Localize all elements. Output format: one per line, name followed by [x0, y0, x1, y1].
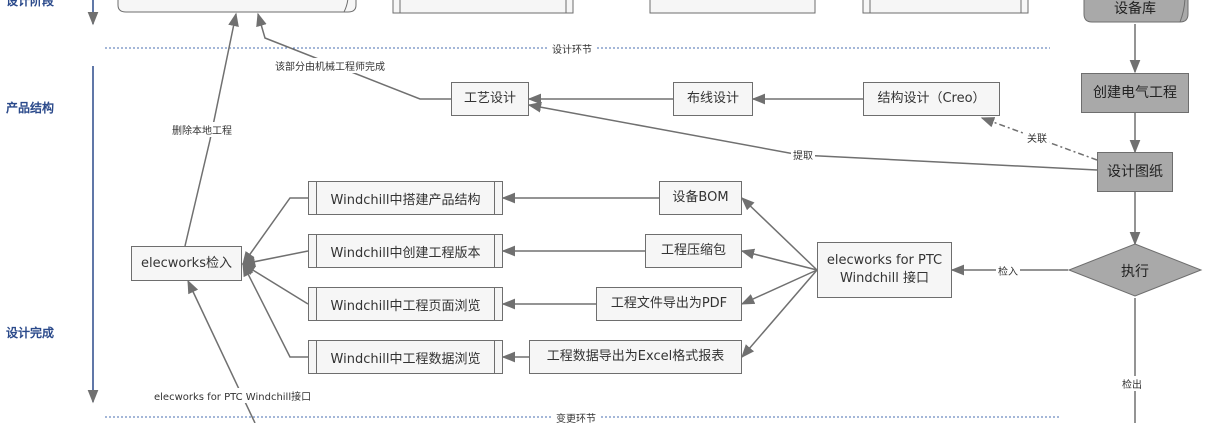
design-drawing-box: 设计图纸	[1097, 152, 1173, 192]
top-process-2	[392, 0, 574, 14]
phase-product-structure-label: 产品结构	[6, 101, 55, 115]
delete-local-label: 删除本地工程	[170, 122, 234, 137]
windchill-data-browse-box: Windchill中工程数据浏览	[308, 340, 503, 374]
design-separator-label: 设计环节	[548, 41, 596, 56]
device-library-label: 设备库	[1114, 1, 1156, 17]
windchill-page-browse-box: Windchill中工程页面浏览	[308, 287, 503, 321]
export-excel-box: 工程数据导出为Excel格式报表	[529, 340, 742, 374]
windchill-data-browse-label: Windchill中工程数据浏览	[330, 351, 481, 367]
execute-label: 执行	[1121, 264, 1149, 280]
top-process-3	[649, 0, 816, 14]
device-bom-box: 设备BOM	[659, 181, 742, 215]
routing-design-box: 布线设计	[673, 82, 753, 116]
change-separator-label: 变更环节	[552, 410, 600, 425]
process-design-box: 工艺设计	[451, 82, 529, 116]
phase-design-complete-label: 设计完成	[6, 326, 55, 340]
elecworks-checkin-box: elecworks检入	[131, 246, 242, 281]
windchill-product-structure-label: Windchill中搭建产品结构	[330, 192, 481, 208]
execute-diamond	[1067, 243, 1203, 297]
structure-design-box: 结构设计（Creo）	[863, 82, 1000, 116]
windchill-product-structure-box: Windchill中搭建产品结构	[308, 181, 503, 215]
top-pipe	[117, 0, 357, 13]
create-electrical-project-box: 创建电气工程	[1081, 73, 1189, 113]
mechanical-engineer-label: 该部分由机械工程师完成	[273, 58, 387, 73]
checkout-edge-label: 检出	[1120, 376, 1144, 391]
windchill-page-browse-label: Windchill中工程页面浏览	[330, 298, 481, 314]
interface-box: elecworks for PTC Windchill 接口	[817, 242, 952, 298]
phase-design-label: 设计阶段	[6, 0, 55, 8]
top-process-4	[862, 0, 1029, 14]
export-pdf-box: 工程文件导出为PDF	[596, 287, 742, 321]
extract-label: 提取	[791, 147, 815, 162]
interface-edge-label: elecworks for PTC Windchill接口	[152, 388, 314, 403]
checkin-edge-label: 检入	[996, 263, 1020, 278]
windchill-version-box: Windchill中创建工程版本	[308, 234, 503, 268]
project-zip-box: 工程压缩包	[645, 234, 742, 268]
associate-label: 关联	[1025, 130, 1049, 145]
windchill-version-label: Windchill中创建工程版本	[330, 245, 481, 261]
